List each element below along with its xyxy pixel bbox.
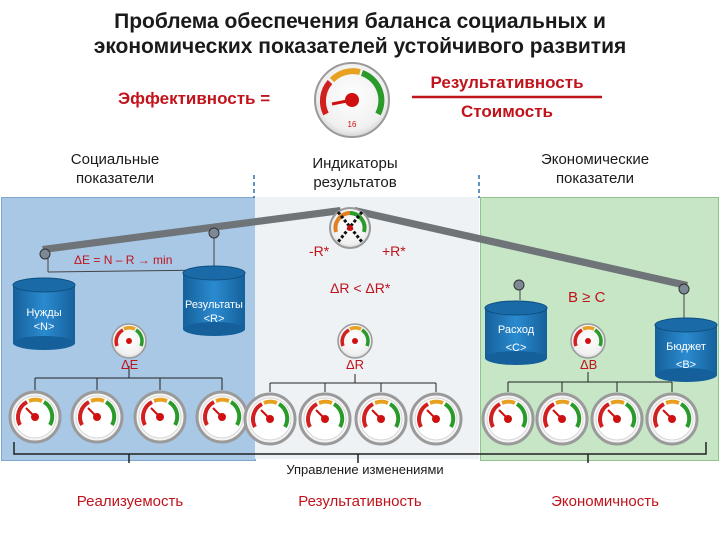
- scale-minus: -R*: [309, 243, 330, 259]
- indicator-gauge-icon: [354, 392, 408, 446]
- expense-label: Расход <C>: [497, 324, 535, 354]
- indicator-gauge-icon: [243, 392, 297, 446]
- header-economic: Экономические показатели: [540, 151, 650, 187]
- delta-e-label: ΔE: [121, 357, 139, 372]
- management-label: Управление изменениями: [286, 462, 444, 477]
- bottom-label-feasibility: Реализуемость: [76, 493, 184, 510]
- results-label: Результаты <R>: [185, 299, 243, 325]
- social-formula: ΔE = N – R → min: [74, 253, 173, 267]
- central-gauge-icon: [329, 207, 371, 249]
- formula-gauge-value: 16: [347, 120, 357, 129]
- header-social: Социальные показатели: [70, 151, 160, 187]
- delta-e-gauge-icon: [111, 323, 147, 359]
- formula-left: Эффективность =: [118, 89, 271, 108]
- scale-plus: +R*: [382, 243, 406, 259]
- indicator-gauge-icon: [481, 392, 535, 446]
- budget-barrel-icon: [654, 317, 718, 382]
- bottom-label-economy: Экономичность: [551, 493, 659, 510]
- delta-b-label: ΔB: [580, 357, 598, 372]
- page-title-line2: экономических показателей устойчивого ра…: [93, 35, 627, 58]
- header-indicators: Индикаторы результатов: [312, 155, 398, 191]
- formula-denominator: Стоимость: [461, 102, 553, 121]
- expense-barrel-icon: [484, 300, 548, 365]
- indicator-gauge-icon: [409, 392, 463, 446]
- budget-label: Бюджет <B>: [666, 341, 706, 371]
- indicator-gauge-icon: [195, 390, 249, 444]
- indicator-gauge-icon: [535, 392, 589, 446]
- delta-r-label: ΔR: [346, 357, 365, 372]
- economic-condition: B ≥ C: [568, 289, 606, 306]
- indicator-gauge-icon: [133, 390, 187, 444]
- bottom-label-effectiveness: Результативность: [298, 493, 422, 510]
- indicator-gauge-icon: [8, 390, 62, 444]
- formula-gauge-icon: [314, 62, 390, 138]
- needs-barrel-icon: [12, 277, 76, 350]
- delta-b-gauge-icon: [570, 323, 606, 359]
- indicator-gauge-icon: [298, 392, 352, 446]
- formula-numerator: Результативность: [430, 73, 584, 92]
- results-barrel-icon: [182, 265, 246, 336]
- scale-condition: ΔR < ΔR*: [330, 280, 391, 296]
- indicator-gauge-icon: [645, 392, 699, 446]
- delta-r-gauge-icon: [337, 323, 373, 359]
- indicator-gauge-icon: [70, 390, 124, 444]
- page-title-line1: Проблема обеспечения баланса социальных …: [114, 10, 606, 33]
- indicator-gauge-icon: [590, 392, 644, 446]
- needs-label: Нужды <N>: [26, 307, 62, 333]
